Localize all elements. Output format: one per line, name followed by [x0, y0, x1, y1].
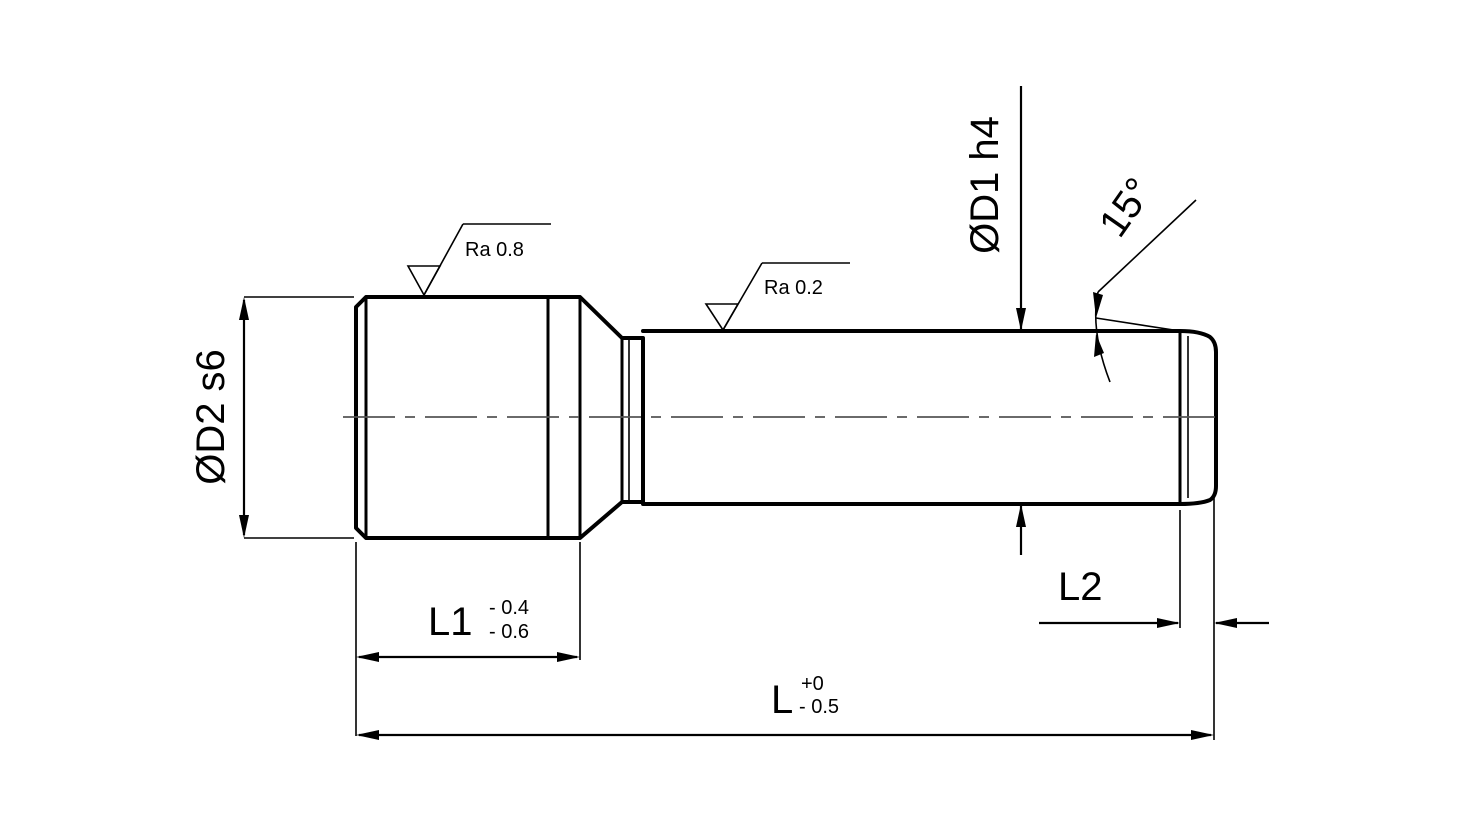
- l2-arrow-right: [1214, 618, 1237, 628]
- d1-label: ØD1 h4: [963, 116, 1007, 254]
- l-tolerance-lower: - 0.5: [799, 696, 839, 718]
- l-arrow-left: [356, 730, 379, 740]
- angle-arrow-bottom: [1094, 334, 1104, 357]
- l2-label: L2: [1058, 565, 1103, 609]
- surface-finish-shank-triangle: [704, 303, 740, 332]
- d2-arrow-bottom: [239, 515, 249, 538]
- d1-arrow-top: [1016, 308, 1026, 331]
- l2-dimension: L2: [1039, 510, 1269, 628]
- l1-tolerance-lower: - 0.6: [489, 621, 529, 643]
- surface-finish-head: Ra 0.8: [406, 223, 551, 297]
- l1-arrow-right: [557, 652, 580, 662]
- l1-label: L1: [428, 600, 473, 644]
- l-label: L: [771, 678, 793, 722]
- l1-arrow-left: [356, 652, 379, 662]
- angle-arrow-top: [1093, 292, 1103, 318]
- surface-finish-head-triangle: [406, 265, 442, 297]
- angle-label: 15°: [1091, 170, 1162, 245]
- l2-arrow-left: [1157, 618, 1180, 628]
- shank-outline: [641, 329, 1218, 506]
- surface-finish-shank: Ra 0.2: [704, 262, 850, 332]
- pin-part: [343, 295, 1225, 540]
- l1-tolerance-upper: - 0.4: [489, 597, 529, 619]
- d1-dimension: ØD1 h4: [963, 86, 1026, 555]
- d2-dimension: ØD2 s6: [189, 296, 354, 539]
- d2-label: ØD2 s6: [189, 349, 233, 485]
- l-arrow-right: [1191, 730, 1214, 740]
- surface-finish-shank-label: Ra 0.2: [764, 277, 823, 299]
- d1-arrow-bottom: [1016, 504, 1026, 527]
- l-tolerance-upper: +0: [801, 673, 824, 695]
- l-dimension: L +0 - 0.5: [356, 498, 1215, 740]
- d2-arrow-top: [239, 297, 249, 320]
- l1-dimension: L1 - 0.4 - 0.6: [355, 542, 581, 736]
- surface-finish-head-label: Ra 0.8: [465, 239, 524, 261]
